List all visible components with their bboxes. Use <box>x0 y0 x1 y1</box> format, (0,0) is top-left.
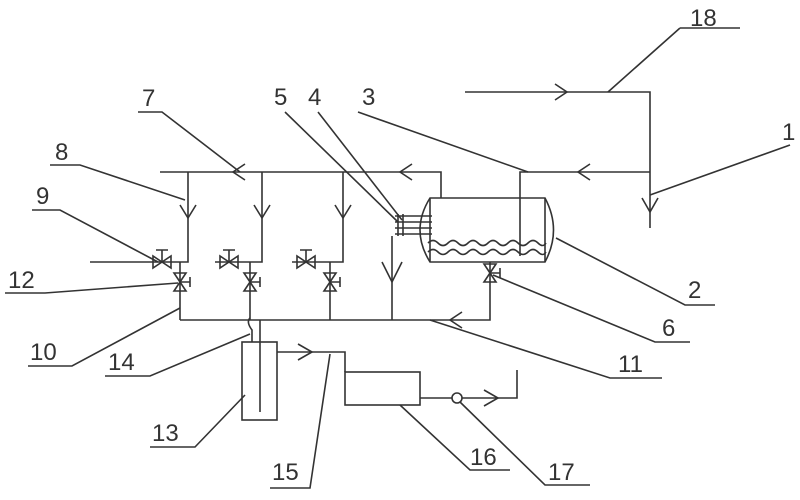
flow-arrow-right <box>554 83 569 101</box>
valve-12 <box>173 272 191 292</box>
feed-pipe-3 <box>519 163 650 256</box>
pump-17 <box>451 392 463 404</box>
inlet-pipe-18 <box>465 83 659 228</box>
label-13: 13 <box>152 420 179 447</box>
label-6: 6 <box>662 315 675 342</box>
label-11: 11 <box>618 351 643 378</box>
label-1: 1 <box>782 119 795 146</box>
label-3: 3 <box>362 84 375 111</box>
valve-9c <box>296 249 316 269</box>
valve-12b <box>243 272 261 292</box>
hook-14 <box>247 317 253 342</box>
label-17: 17 <box>548 459 575 486</box>
label-12: 12 <box>8 267 35 294</box>
label-4: 4 <box>308 84 321 111</box>
label-14: 14 <box>108 349 135 376</box>
valve-9b <box>219 249 239 269</box>
label-8: 8 <box>55 139 68 166</box>
labels: 18 1 3 4 5 7 8 9 12 10 14 13 15 16 17 11… <box>5 5 795 489</box>
valve-12c <box>323 272 341 292</box>
label-15: 15 <box>272 459 299 486</box>
valve-9 <box>152 249 172 269</box>
vessel-13 <box>241 317 518 421</box>
label-7: 7 <box>142 85 155 112</box>
label-5: 5 <box>274 84 287 111</box>
valve-6 <box>483 263 501 283</box>
label-16: 16 <box>470 444 497 471</box>
unit-16 <box>344 371 421 406</box>
label-9: 9 <box>36 183 49 210</box>
flow-arrow-down <box>641 197 659 214</box>
label-2: 2 <box>688 277 701 304</box>
label-10: 10 <box>30 339 57 366</box>
tank-2 <box>395 197 555 263</box>
distribution-header <box>90 163 442 320</box>
label-18: 18 <box>690 5 717 32</box>
return-pipe-11 <box>180 236 501 329</box>
